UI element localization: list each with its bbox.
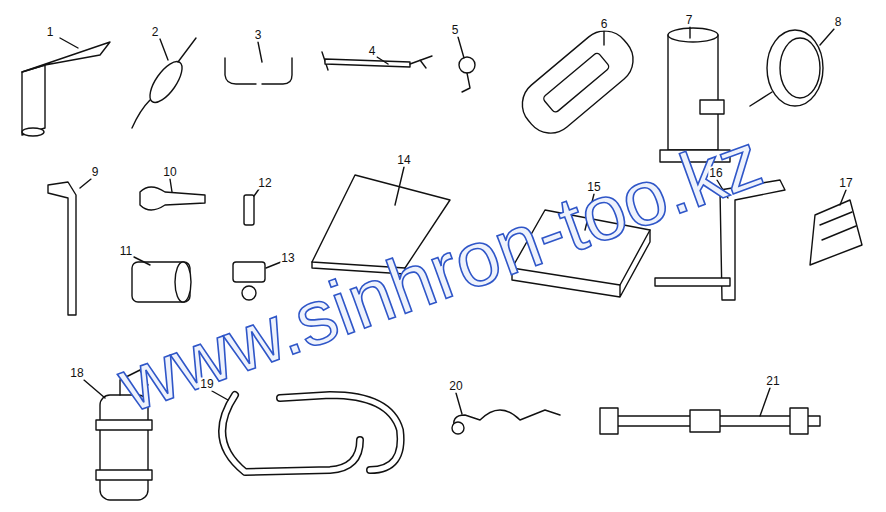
callout-number: 11 <box>119 245 133 258</box>
u-rod <box>262 58 292 84</box>
tow-hose <box>280 395 401 470</box>
cylinder-part <box>132 262 190 302</box>
callout-number: 17 <box>838 177 853 190</box>
ball-stem <box>462 73 470 92</box>
bracket-plate <box>22 42 110 72</box>
tow-bar-fitting <box>790 408 808 434</box>
jack-pump <box>700 100 724 114</box>
jack-top <box>668 28 718 42</box>
hose-coil <box>767 30 823 106</box>
callout-number: 20 <box>448 380 463 393</box>
callout-number: 16 <box>708 167 723 180</box>
extinguisher-strap <box>96 470 152 480</box>
l-rod <box>48 182 76 315</box>
callout-number: 9 <box>91 166 100 179</box>
cord-part <box>454 410 560 430</box>
callout-number: 12 <box>257 177 272 190</box>
case-tool <box>542 52 610 114</box>
lamp-part <box>140 187 205 210</box>
callout-number: 14 <box>396 154 411 167</box>
callout-number: 18 <box>69 367 84 380</box>
cylinder-end <box>175 262 191 302</box>
callout-number: 1 <box>46 26 55 39</box>
callout-number: 13 <box>280 252 295 265</box>
u-rod <box>225 58 256 84</box>
callout-number: 21 <box>765 375 780 388</box>
callout-number: 4 <box>368 45 377 58</box>
tow-bar-fitting <box>690 410 720 432</box>
fitting-part <box>244 195 254 225</box>
callout-number: 7 <box>685 14 694 27</box>
cap-part <box>233 262 265 282</box>
callout-number: 3 <box>254 29 263 42</box>
hose-end <box>750 92 772 106</box>
bracket-foot <box>22 128 44 136</box>
bracket-post <box>22 65 45 135</box>
tool-wire <box>132 100 150 128</box>
callout-number: 2 <box>151 26 160 39</box>
wrench-shaft <box>325 59 410 67</box>
callout-number: 19 <box>199 378 214 391</box>
tow-hose <box>280 395 401 470</box>
tool-case <box>512 21 643 143</box>
ball-part <box>459 57 475 73</box>
callout-number: 8 <box>834 16 843 29</box>
block-part <box>810 200 862 265</box>
tool-body <box>144 57 188 108</box>
tow-hose <box>222 395 360 472</box>
wrench-head <box>410 56 432 68</box>
callout-number: 10 <box>162 166 177 179</box>
tow-bar-fitting <box>600 408 618 434</box>
tool-rod <box>178 38 196 62</box>
callout-number: 5 <box>451 24 460 37</box>
cord-lamp <box>452 422 464 434</box>
hose-coil <box>780 38 820 98</box>
tow-hose <box>222 395 360 472</box>
callout-number: 15 <box>586 181 601 194</box>
support-rod <box>655 278 730 286</box>
callout-number: 6 <box>600 18 609 31</box>
block-rib <box>820 212 856 240</box>
